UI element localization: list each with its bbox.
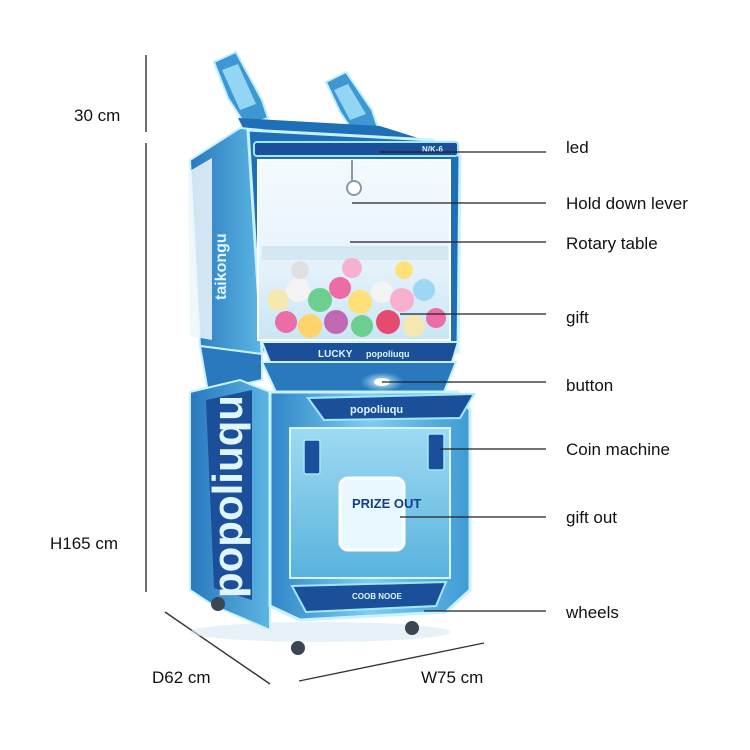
side-column — [188, 126, 271, 632]
lower-cabinet: popoliuqu PRIZE OUT COOB NOOE — [268, 390, 476, 622]
bottom-text: COOB NOOE — [352, 592, 402, 601]
height-label: H165 cm — [50, 534, 118, 553]
coin-slot-left[interactable] — [303, 439, 321, 475]
panel-lucky-text: LUCKY — [318, 349, 353, 360]
side-brand-small: taikongu — [213, 233, 230, 300]
callout-gift-out: gift out — [566, 508, 617, 527]
depth-label: D62 cm — [152, 668, 211, 687]
width-label: W75 cm — [421, 668, 483, 687]
width-dimension-line — [298, 642, 485, 682]
claw — [346, 180, 362, 196]
callout-coin-machine: Coin machine — [566, 440, 670, 459]
floor-shadow — [190, 622, 450, 642]
wheel-left — [211, 597, 225, 611]
callout-wheels: wheels — [565, 603, 619, 622]
cabinet-brand-text: popoliuqu — [350, 404, 403, 416]
cabinet-base — [290, 580, 448, 614]
top-tag: N/K-6 — [422, 145, 443, 154]
control-panel — [260, 341, 460, 363]
callout-rotary-table: Rotary table — [566, 234, 658, 253]
callout-led: led — [566, 138, 589, 157]
callout-button: button — [566, 376, 613, 395]
side-brand-text: popoliuqu — [204, 395, 251, 598]
cabinet-header — [306, 392, 476, 422]
dimension-lines — [145, 55, 485, 685]
waist — [260, 361, 458, 393]
rotary-table — [262, 246, 448, 260]
plush-gifts — [267, 258, 446, 338]
callout-hold-down-lever: Hold down lever — [566, 194, 688, 213]
callout-lines — [350, 151, 546, 612]
topper-height-label: 30 cm — [74, 106, 120, 125]
panel-brand-text: popoliuqu — [366, 349, 409, 359]
callout-gift: gift — [566, 308, 589, 327]
wheels — [211, 597, 419, 655]
depth-dimension-line — [164, 611, 271, 685]
prize-out-text: PRIZE OUT — [352, 496, 421, 511]
prize-out-door[interactable] — [338, 476, 406, 552]
coin-slot-right[interactable] — [427, 433, 445, 471]
wheel-right — [405, 621, 419, 635]
glass-cabinet: N/K-6 — [246, 128, 462, 363]
wheel-front — [291, 641, 305, 655]
claw-machine: popoliuqu taikongu N/K-6 — [188, 50, 476, 655]
